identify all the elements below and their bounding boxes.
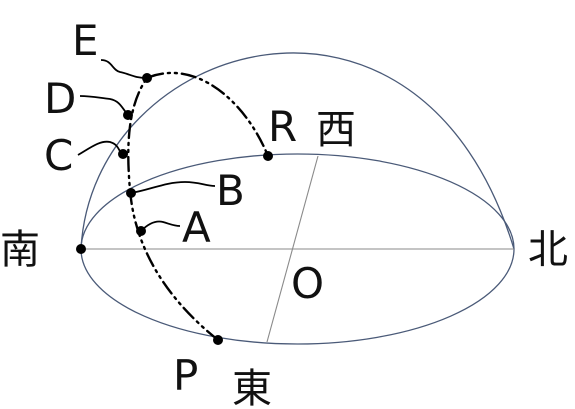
direction-west: 西 <box>316 107 356 153</box>
leader-e <box>100 59 148 79</box>
point-e <box>142 73 152 83</box>
direction-south: 南 <box>0 227 40 273</box>
direction-east: 東 <box>232 366 272 409</box>
label-c: C <box>44 131 73 180</box>
label-a: A <box>182 203 211 252</box>
label-p: P <box>173 351 198 400</box>
label-e: E <box>72 16 99 65</box>
point-d <box>123 110 133 120</box>
label-d: D <box>44 74 76 123</box>
dome-outline <box>80 52 515 250</box>
point-a <box>136 226 146 236</box>
leader-a <box>140 220 181 232</box>
leader-c <box>77 140 124 156</box>
label-b: B <box>216 166 245 215</box>
label-r: R <box>268 102 297 151</box>
direction-north: 北 <box>528 227 568 273</box>
point-p <box>213 335 223 345</box>
point-b <box>126 188 136 198</box>
point-south <box>76 244 86 254</box>
east-west-line <box>266 155 319 343</box>
label-o: O <box>291 259 324 308</box>
point-r <box>263 151 273 161</box>
leader-b <box>130 181 216 194</box>
sun-path <box>127 71 270 342</box>
point-c <box>118 149 128 159</box>
leader-d <box>79 95 129 116</box>
